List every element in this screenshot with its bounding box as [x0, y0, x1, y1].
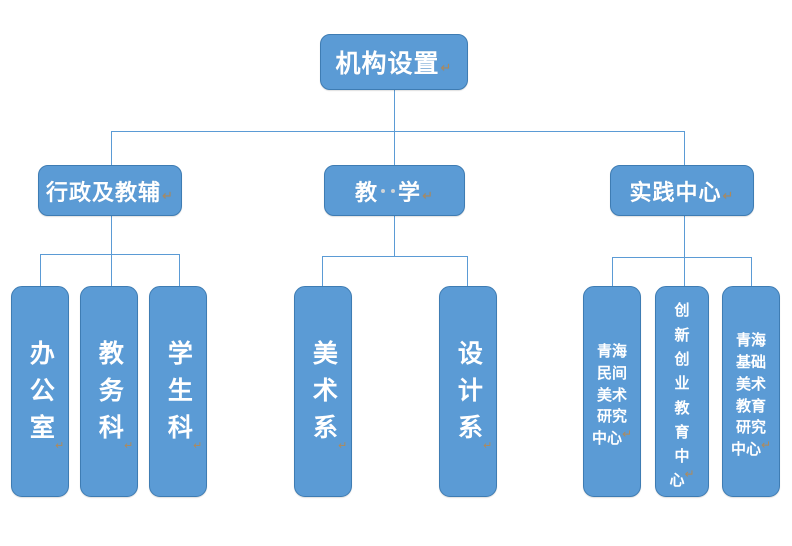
paragraph-mark-icon: ↵ — [440, 61, 453, 76]
node-office[interactable]: 办公室 ↵ — [11, 286, 69, 497]
paragraph-mark-icon: ↵ — [338, 439, 348, 452]
paragraph-mark-icon: ↵ — [621, 427, 633, 442]
paragraph-mark-icon: ↵ — [684, 467, 695, 482]
space-mark-icon — [381, 188, 386, 193]
connector-admin-child-1 — [40, 254, 41, 286]
node-design-department-label: 设计系 — [454, 340, 484, 451]
node-qinghai-basic-art-education-research-center[interactable]: 青海 基础 美术 教育 研究 中心↵ — [722, 286, 780, 497]
connector-drop-teaching — [394, 131, 395, 165]
paragraph-mark-icon: ↵ — [193, 439, 203, 452]
space-mark-icon — [391, 188, 396, 193]
node-qinghai-folk-art-research-center-label: 青海 民间 美术 研究 中心↵ — [592, 341, 632, 450]
node-office-label: 办公室 — [26, 340, 56, 451]
node-student-affairs-label: 学生科 — [164, 340, 194, 451]
node-innovation-entrepreneurship-education-center-label: 创 新 创 业 教 育 中 心↵ — [669, 298, 694, 492]
node-academic-affairs[interactable]: 教务科 ↵ — [80, 286, 138, 497]
connector-admin-child-2 — [111, 254, 112, 286]
connector-teaching-stem — [394, 216, 395, 256]
paragraph-mark-icon: ↵ — [124, 439, 134, 452]
node-fine-arts-department[interactable]: 美术系 ↵ — [294, 286, 352, 497]
node-design-department[interactable]: 设计系 ↵ — [439, 286, 497, 497]
connector-admin-child-3 — [179, 254, 180, 286]
node-academic-affairs-label: 教务科 — [95, 340, 125, 451]
connector-practice-bus — [612, 257, 752, 258]
connector-practice-child-2 — [684, 257, 685, 286]
node-root[interactable]: 机构设置↵ — [320, 34, 468, 90]
paragraph-mark-icon: ↵ — [483, 439, 493, 452]
node-student-affairs[interactable]: 学生科 ↵ — [149, 286, 207, 497]
node-qinghai-folk-art-research-center[interactable]: 青海 民间 美术 研究 中心↵ — [583, 286, 641, 497]
node-practice-center-label: 实践中心↵ — [629, 180, 735, 206]
connector-practice-child-3 — [751, 257, 752, 286]
paragraph-mark-icon: ↵ — [55, 439, 65, 452]
node-teaching[interactable]: 教学↵ — [324, 165, 465, 216]
connector-teaching-child-1 — [322, 256, 323, 286]
connector-teaching-child-2 — [467, 256, 468, 286]
connector-teaching-bus — [322, 256, 468, 257]
connector-admin-bus — [40, 254, 179, 255]
connector-drop-admin — [111, 131, 112, 165]
node-teaching-label: 教学↵ — [355, 180, 434, 206]
node-fine-arts-department-label: 美术系 — [309, 340, 339, 451]
node-root-label: 机构设置↵ — [335, 49, 453, 78]
paragraph-mark-icon: ↵ — [162, 188, 174, 204]
node-innovation-entrepreneurship-education-center[interactable]: 创 新 创 业 教 育 中 心↵ — [655, 286, 709, 497]
paragraph-mark-icon: ↵ — [760, 438, 772, 452]
paragraph-mark-icon: ↵ — [422, 188, 434, 204]
connector-root-stem — [394, 90, 395, 131]
connector-admin-stem — [111, 216, 112, 254]
node-practice-center[interactable]: 实践中心↵ — [610, 165, 754, 216]
connector-practice-child-1 — [612, 257, 613, 286]
connector-level2-bus — [111, 131, 685, 132]
paragraph-mark-icon: ↵ — [722, 188, 735, 204]
node-qinghai-basic-art-education-research-center-label: 青海 基础 美术 教育 研究 中心↵ — [731, 330, 771, 461]
node-administrative-label: 行政及教辅↵ — [46, 180, 174, 206]
connector-practice-stem — [684, 216, 685, 257]
node-administrative[interactable]: 行政及教辅↵ — [38, 165, 182, 216]
connector-drop-practice — [684, 131, 685, 165]
